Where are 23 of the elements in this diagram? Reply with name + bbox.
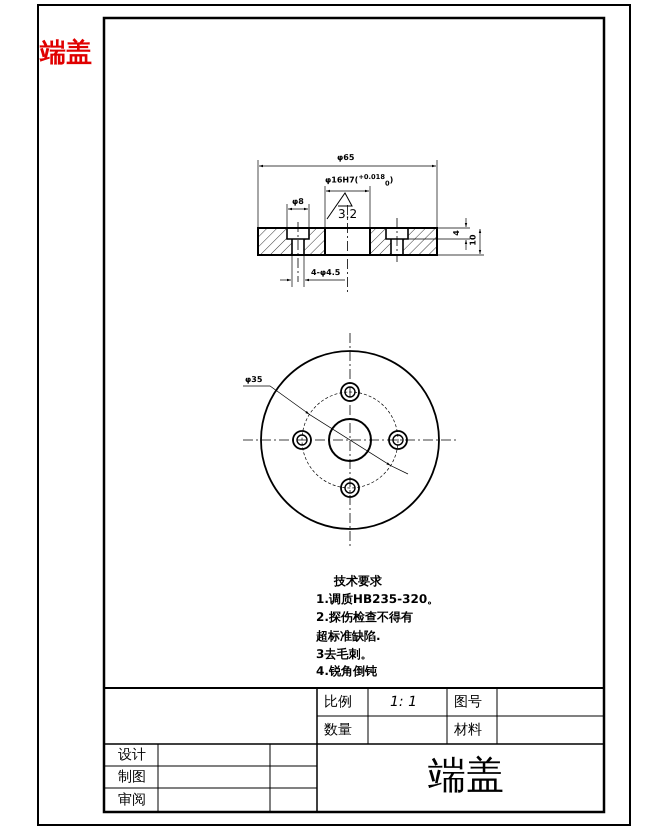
table-label: 材料 [454,723,482,737]
dimension-text: φ35 [245,376,262,384]
part-name: 端盖 [428,756,504,794]
note-text: 1.调质HB235-320。 [316,593,440,605]
table-label: 数量 [324,723,352,737]
table-label: 审阅 [118,793,146,807]
note-text: 2.探伤检查不得有超标准缺陷. [316,609,414,645]
dimension-text: φ8 [292,198,304,206]
scale-value: 1: 1 [390,695,417,709]
table-label: 图号 [454,695,482,709]
dimension-text: 4-φ4.5 [311,269,340,277]
note-text: 3去毛刺。 [316,648,372,660]
table-label: 设计 [118,748,146,762]
note-text: 4.锐角倒钝 [316,665,377,677]
dimension-text: φ16H7($^{+0.018}$$_{0}$) [325,174,394,187]
notes-heading: 技术要求 [334,575,382,587]
roughness-value: 3.2 [338,208,358,220]
table-label: 制图 [118,770,146,784]
dimension-text: 10 [470,234,478,246]
dimension-text: 4 [452,230,461,236]
table-label: 比例 [324,695,352,709]
dimension-text: φ65 [337,154,354,162]
drawing-title: 端盖 [40,40,92,66]
